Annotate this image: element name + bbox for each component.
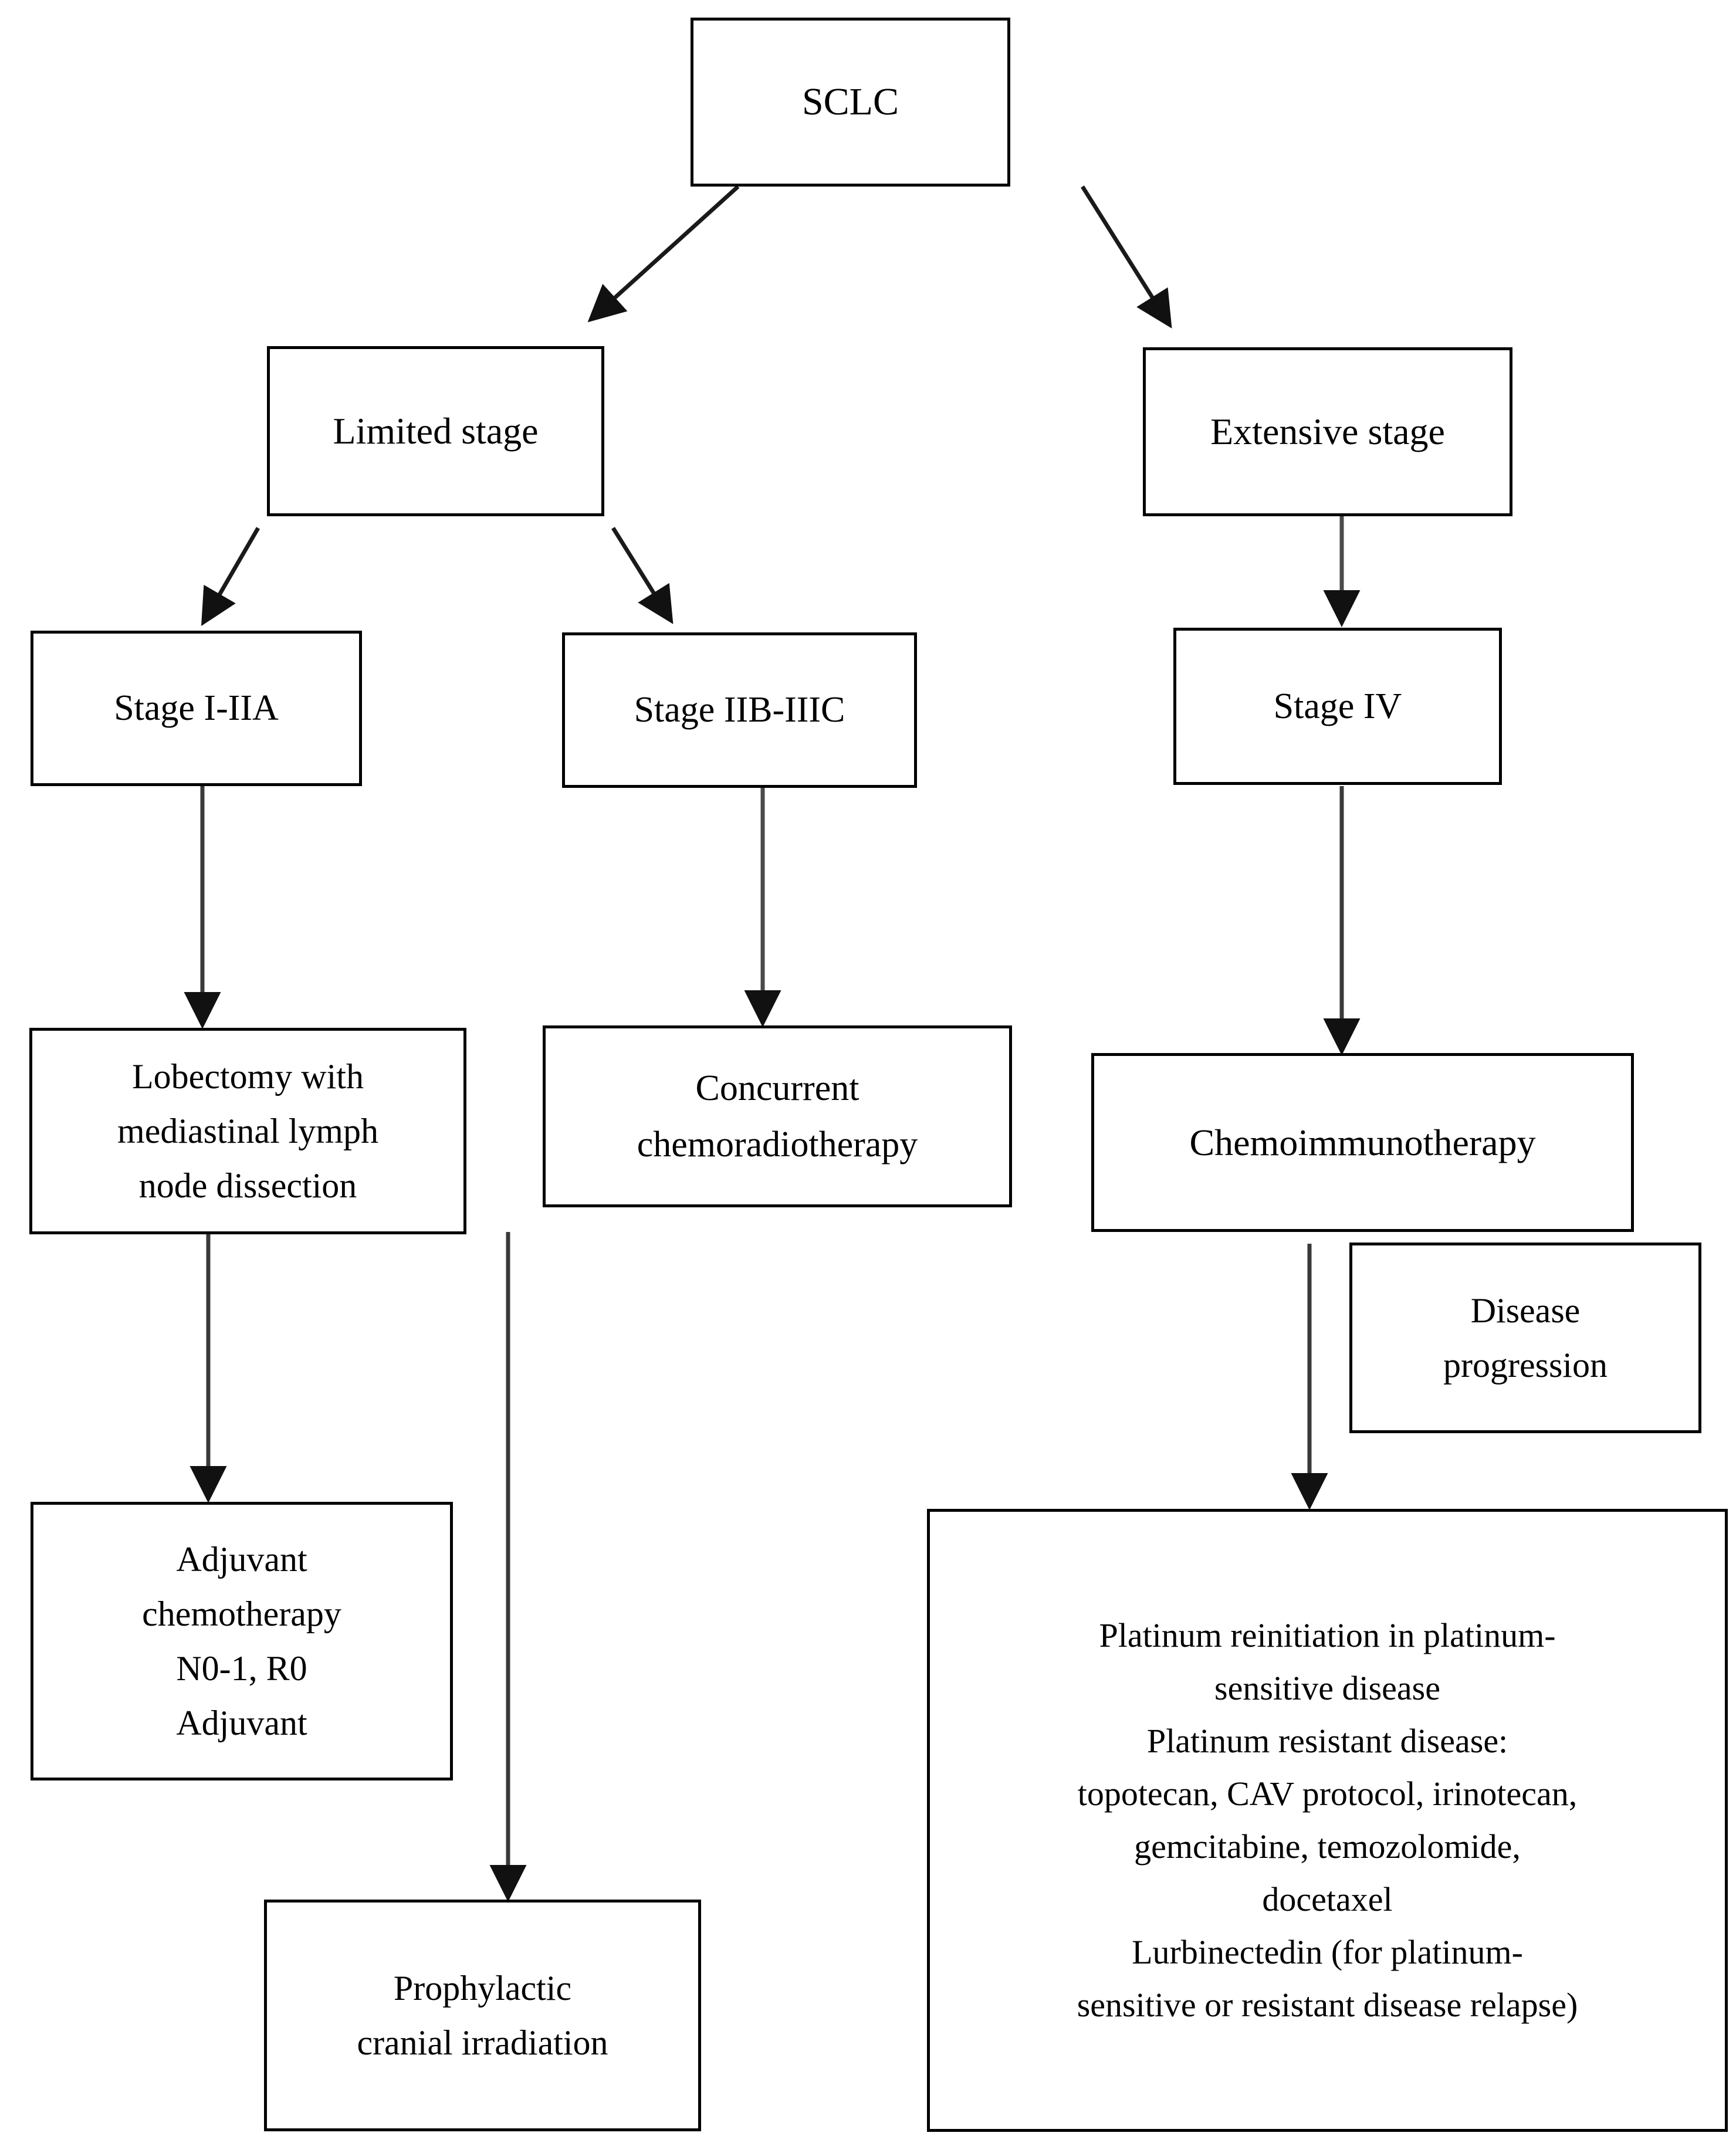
node-stage-iv-line-0: Stage IV bbox=[1273, 686, 1402, 726]
node-extensive-stage-line-0: Extensive stage bbox=[1210, 411, 1445, 453]
node-lobectomy-line-1: mediastinal lymph bbox=[117, 1111, 378, 1150]
node-prophylactic-cranial-irradiation[interactable]: Prophylactic cranial irradiation bbox=[264, 1900, 701, 2131]
edge-limited-to-stage-iib-iiic bbox=[611, 527, 674, 624]
edge-sclc-to-limited-stage bbox=[587, 185, 740, 323]
node-lobectomy[interactable]: Lobectomy with mediastinal lymph node di… bbox=[29, 1028, 466, 1234]
node-relapse-line-4: gemcitabine, temozolomide, bbox=[1134, 1827, 1521, 1866]
node-chemoimmunotherapy-line-0: Chemoimmunotherapy bbox=[1189, 1121, 1536, 1163]
node-concurrent-chemoradiotherapy[interactable]: Concurrent chemoradiotherapy bbox=[543, 1025, 1012, 1207]
node-adjuvant-line-3: Adjuvant bbox=[176, 1703, 307, 1742]
node-lobectomy-line-0: Lobectomy with bbox=[132, 1057, 364, 1096]
node-adjuvant-line-0: Adjuvant bbox=[176, 1539, 307, 1579]
node-disease-progression-line-0: Disease bbox=[1470, 1291, 1581, 1330]
node-stage-i-iia[interactable]: Stage I-IIA bbox=[31, 631, 362, 786]
node-prophylactic-line-0: Prophylactic bbox=[393, 1968, 572, 2008]
node-relapse-line-7: sensitive or resistant disease relapse) bbox=[1077, 1985, 1578, 2024]
node-adjuvant-line-2: N0-1, R0 bbox=[176, 1648, 307, 1688]
node-stage-i-iia-line-0: Stage I-IIA bbox=[114, 688, 279, 729]
node-sclc-line-0: SCLC bbox=[801, 80, 899, 123]
node-prophylactic-line-1: cranial irradiation bbox=[357, 2023, 608, 2062]
node-relapse-line-2: Platinum resistant disease: bbox=[1146, 1722, 1508, 1761]
edge-limited-to-stage-i-iia bbox=[201, 527, 260, 627]
node-lobectomy-line-2: node dissection bbox=[138, 1166, 357, 1205]
node-concurrent-line-0: Concurrent bbox=[695, 1068, 859, 1108]
node-relapse-line-3: topotecan, CAV protocol, irinotecan, bbox=[1077, 1775, 1578, 1813]
node-relapse-line-0: Platinum reinitiation in platinum- bbox=[1099, 1616, 1556, 1655]
node-relapse-line-6: Lurbinectedin (for platinum- bbox=[1132, 1932, 1523, 1971]
node-stage-iib-iiic[interactable]: Stage IIB-IIIC bbox=[562, 632, 917, 788]
node-concurrent-line-1: chemoradiotherapy bbox=[637, 1125, 918, 1164]
node-stage-iv[interactable]: Stage IV bbox=[1173, 628, 1502, 785]
node-relapse-line-5: docetaxel bbox=[1262, 1880, 1393, 1918]
node-stage-iib-iiic-line-0: Stage IIB-IIIC bbox=[634, 690, 845, 730]
node-disease-progression[interactable]: Disease progression bbox=[1349, 1243, 1701, 1433]
node-adjuvant-line-1: chemotherapy bbox=[142, 1594, 341, 1633]
node-extensive-stage[interactable]: Extensive stage bbox=[1143, 347, 1512, 516]
node-chemoimmunotherapy[interactable]: Chemoimmunotherapy bbox=[1091, 1053, 1634, 1232]
node-sclc[interactable]: SCLC bbox=[691, 18, 1010, 187]
node-relapse-line-1: sensitive disease bbox=[1214, 1669, 1440, 1708]
edge-sclc-to-extensive-stage bbox=[1081, 185, 1172, 329]
node-limited-stage[interactable]: Limited stage bbox=[267, 346, 604, 516]
node-disease-progression-line-1: progression bbox=[1443, 1345, 1608, 1384]
node-adjuvant-chemotherapy[interactable]: Adjuvant chemotherapy N0-1, R0 Adjuvant bbox=[31, 1502, 453, 1780]
node-relapse-therapy[interactable]: Platinum reinitiation in platinum- sensi… bbox=[927, 1509, 1728, 2132]
node-limited-stage-line-0: Limited stage bbox=[333, 410, 539, 452]
